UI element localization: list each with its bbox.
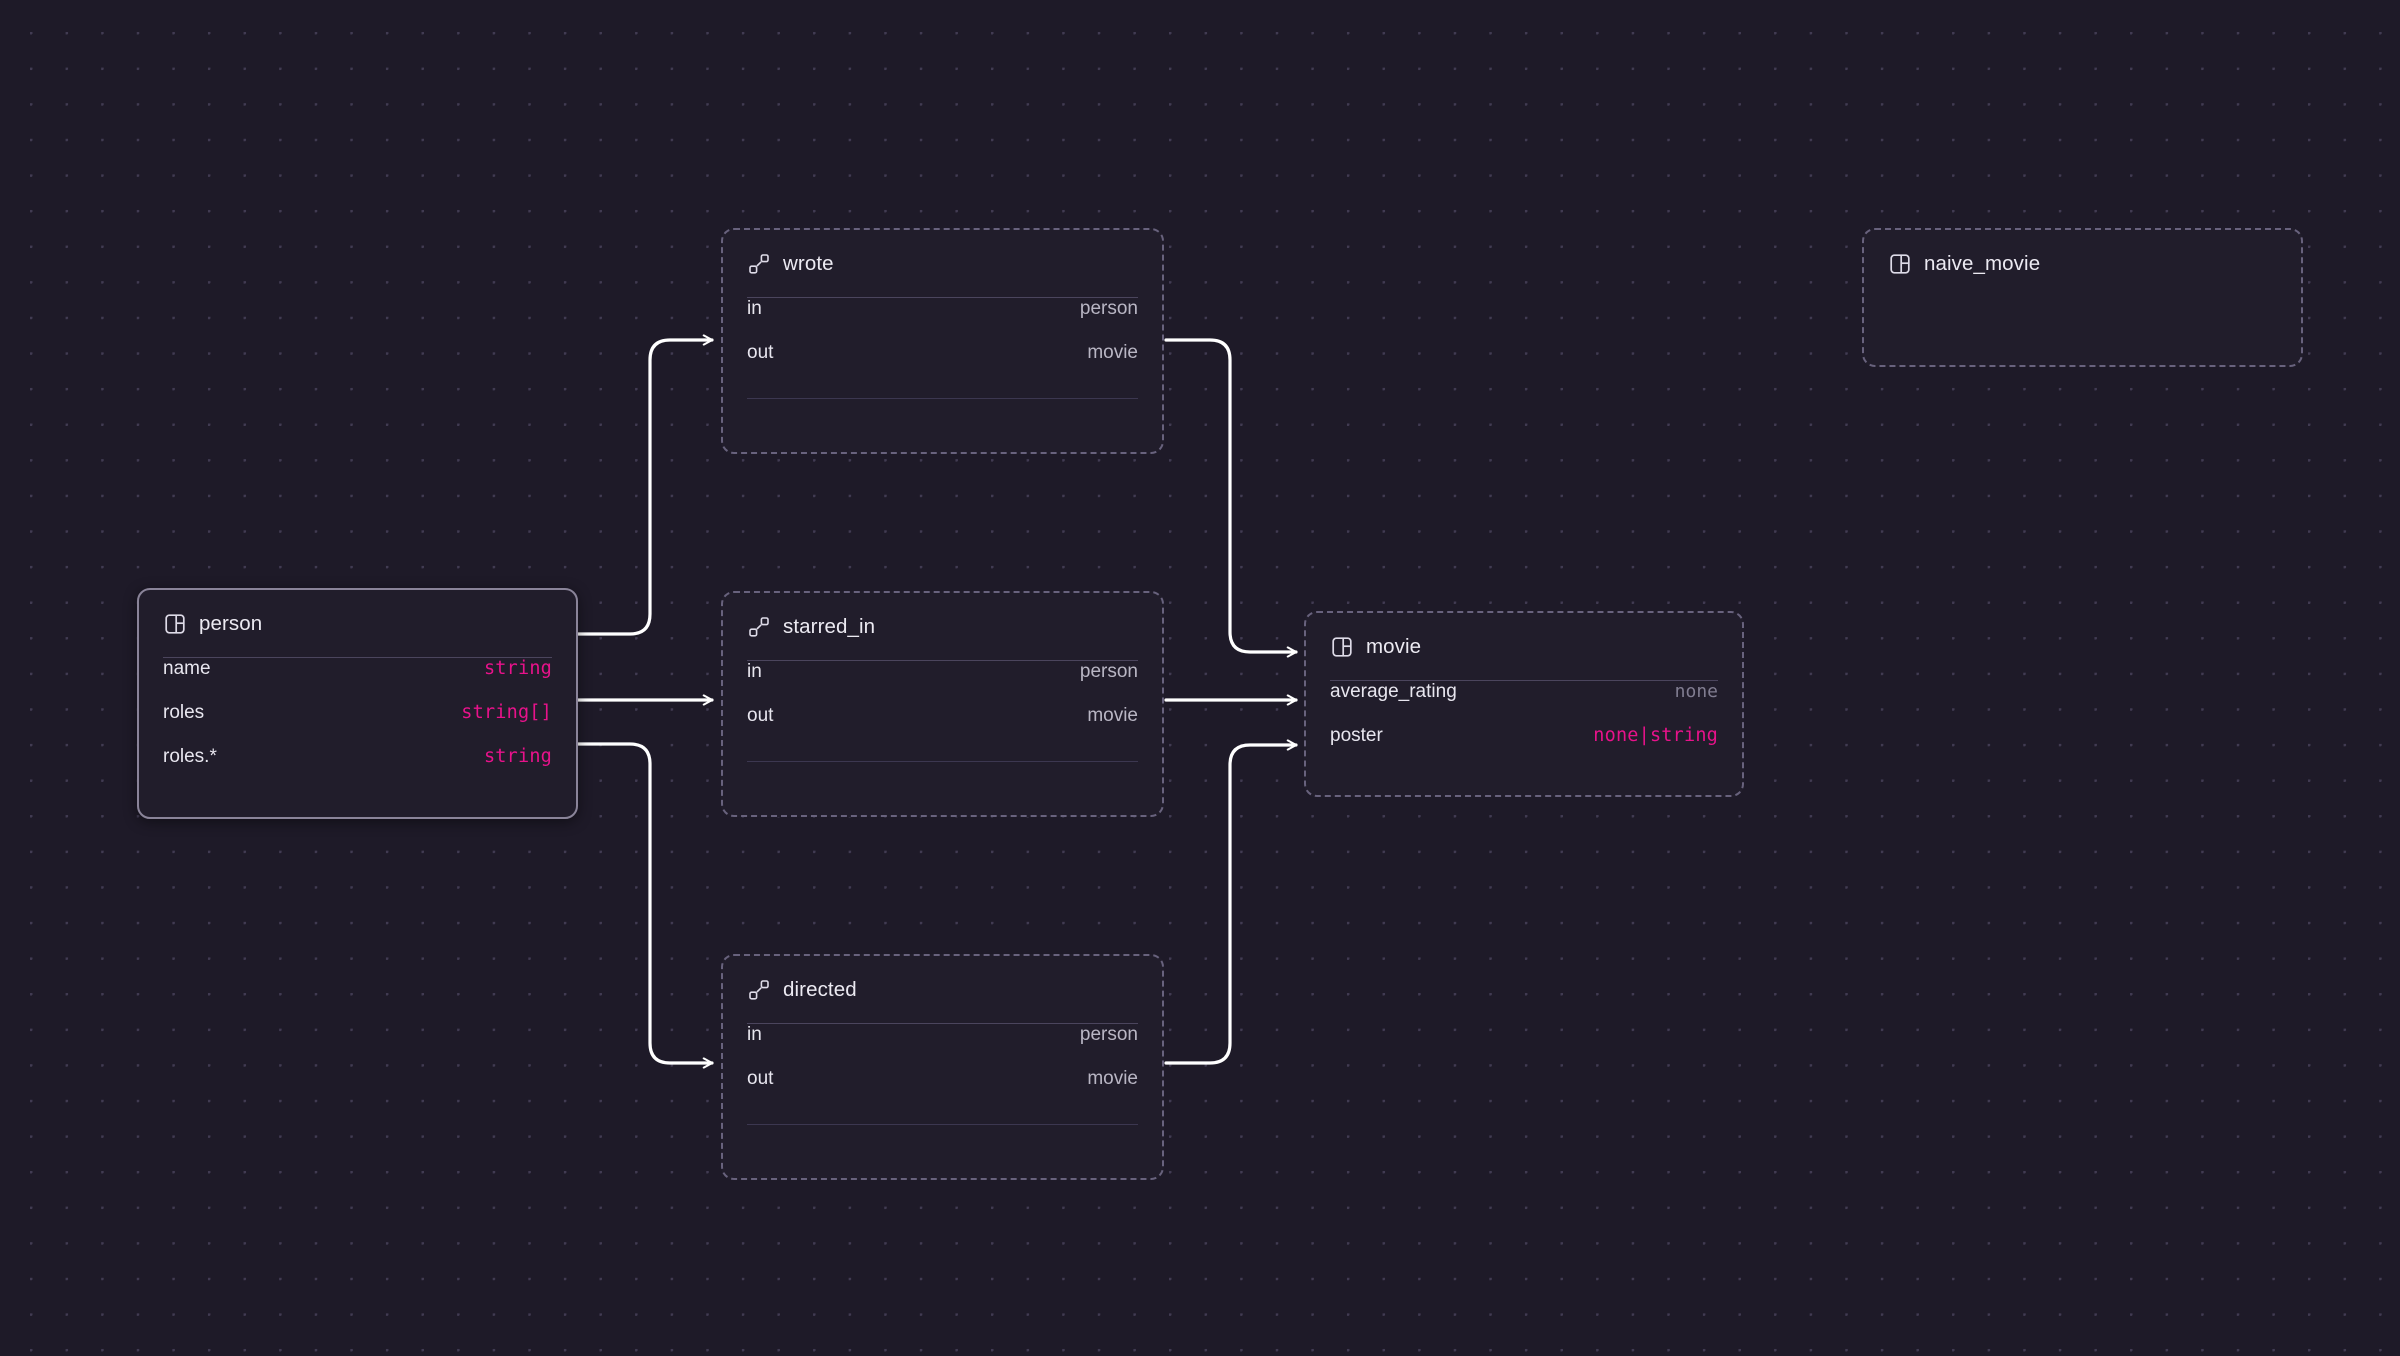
field-row[interactable]: out movie	[747, 1068, 1138, 1112]
table-icon	[1888, 252, 1912, 276]
relation-icon	[747, 252, 771, 276]
table-icon	[1330, 635, 1354, 659]
node-person[interactable]: person name string roles string[] roles.…	[137, 588, 578, 819]
field-row[interactable]: name string	[163, 658, 552, 702]
node-starred-in-header: starred_in	[723, 593, 1162, 641]
field-row[interactable]: in person	[747, 661, 1138, 705]
field-row[interactable]: in person	[747, 298, 1138, 342]
node-directed-title: directed	[783, 977, 857, 1001]
node-movie-fields: average_rating none poster none|string	[1306, 681, 1742, 769]
field-name: out	[747, 1068, 774, 1089]
field-value: none	[1674, 681, 1718, 702]
node-movie-header: movie	[1306, 613, 1742, 661]
node-directed-divider	[747, 1023, 1138, 1024]
field-value: string	[483, 746, 552, 767]
field-value: string[]	[461, 702, 552, 723]
node-wrote-divider	[747, 297, 1138, 298]
field-row[interactable]: roles string[]	[163, 702, 552, 746]
node-directed[interactable]: directed in person out movie	[721, 954, 1164, 1180]
node-naive-movie-header: naive_movie	[1864, 230, 2301, 278]
node-naive-movie[interactable]: naive_movie	[1862, 228, 2303, 367]
relation-icon	[747, 615, 771, 639]
node-directed-footer-divider	[747, 1124, 1138, 1125]
edge-person-directed	[576, 742, 714, 1063]
field-name: in	[747, 661, 762, 682]
field-row[interactable]: out movie	[747, 705, 1138, 749]
field-row[interactable]: out movie	[747, 342, 1138, 386]
node-wrote-title: wrote	[783, 251, 834, 275]
edge-wrote-movie	[1164, 338, 1298, 652]
table-icon	[163, 612, 187, 636]
field-value: movie	[1087, 342, 1138, 363]
field-row[interactable]: average_rating none	[1330, 681, 1718, 725]
field-name: average_rating	[1330, 681, 1457, 702]
field-value: person	[1079, 661, 1138, 682]
field-name: roles.*	[163, 746, 217, 767]
field-name: poster	[1330, 725, 1383, 746]
field-row[interactable]: in person	[747, 1024, 1138, 1068]
field-name: out	[747, 342, 774, 363]
node-starred-in-fields: in person out movie	[723, 661, 1162, 749]
field-name: in	[747, 1024, 762, 1045]
node-person-fields: name string roles string[] roles.* strin…	[139, 658, 576, 790]
field-name: out	[747, 705, 774, 726]
field-row[interactable]: poster none|string	[1330, 725, 1718, 769]
node-wrote-header: wrote	[723, 230, 1162, 278]
field-name: roles	[163, 702, 205, 723]
field-value: person	[1079, 298, 1138, 319]
node-directed-fields: in person out movie	[723, 1024, 1162, 1112]
node-wrote-fields: in person out movie	[723, 298, 1162, 386]
field-row[interactable]: roles.* string	[163, 746, 552, 790]
node-naive-movie-title: naive_movie	[1924, 251, 2041, 275]
node-person-title: person	[199, 611, 263, 635]
field-value: movie	[1087, 1068, 1138, 1089]
node-wrote-footer-divider	[747, 398, 1138, 399]
node-starred-in-divider	[747, 660, 1138, 661]
node-person-header: person	[139, 590, 576, 638]
node-starred-in-title: starred_in	[783, 614, 876, 638]
field-value: person	[1079, 1024, 1138, 1045]
node-directed-header: directed	[723, 956, 1162, 1004]
node-starred-in[interactable]: starred_in in person out movie	[721, 591, 1164, 817]
edge-directed-movie	[1164, 745, 1298, 1065]
relation-icon	[747, 978, 771, 1002]
node-movie-title: movie	[1366, 634, 1422, 658]
field-value: movie	[1087, 705, 1138, 726]
field-name: in	[747, 298, 762, 319]
node-wrote[interactable]: wrote in person out movie	[721, 228, 1164, 454]
field-value: none|string	[1593, 725, 1718, 746]
node-movie[interactable]: movie average_rating none poster none|st…	[1304, 611, 1744, 797]
field-name: name	[163, 658, 211, 679]
edge-person-wrote	[576, 340, 714, 636]
field-value: string	[483, 658, 552, 679]
node-starred-in-footer-divider	[747, 761, 1138, 762]
node-movie-divider	[1330, 680, 1718, 681]
node-person-divider	[163, 657, 552, 658]
